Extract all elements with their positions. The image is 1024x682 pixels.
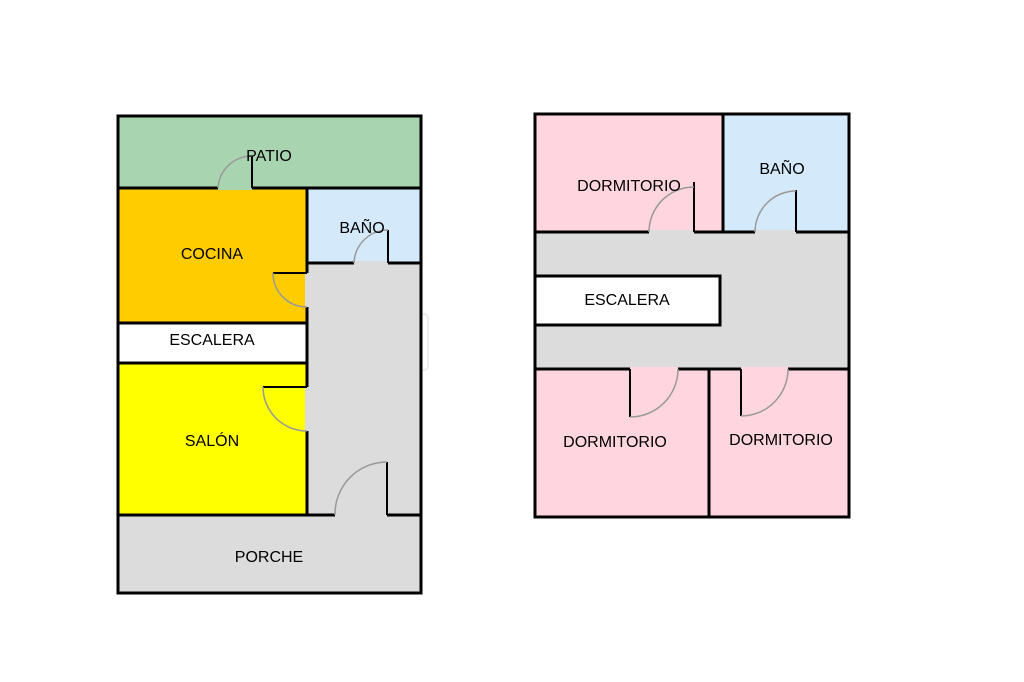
room-escalera-upper xyxy=(533,274,722,327)
label-salon: SALÓN xyxy=(185,431,239,450)
room-salon xyxy=(116,361,309,517)
label-cocina: COCINA xyxy=(181,246,244,263)
door-cocina xyxy=(272,272,308,308)
label-dormitorio-1: DORMITORIO xyxy=(577,178,681,195)
room-dormitorio-2 xyxy=(533,367,711,519)
hallway xyxy=(305,261,423,517)
ground-floor-plan: PATIO COCINA BAÑO ESCALERA SALÓN PORCHE xyxy=(116,114,423,595)
door-dormitorio-3 xyxy=(740,368,789,417)
door-salon xyxy=(262,386,308,432)
label-escalera-upper: ESCALERA xyxy=(584,292,670,309)
label-dormitorio-2: DORMITORIO xyxy=(563,434,667,451)
room-dormitorio-1 xyxy=(533,112,725,234)
room-patio xyxy=(116,114,423,190)
room-bano-upper xyxy=(721,112,851,234)
room-porche xyxy=(116,513,423,595)
label-bano: BAÑO xyxy=(339,217,384,237)
door-dormitorio-2 xyxy=(629,368,679,418)
upper-floor-plan: DORMITORIO BAÑO ESCALERA DORMITORIO DORM… xyxy=(533,112,851,519)
label-patio: PATIO xyxy=(246,148,292,165)
label-dormitorio-3: DORMITORIO xyxy=(729,432,833,449)
room-cocina xyxy=(116,186,309,325)
door-bano-upper xyxy=(754,190,797,233)
label-bano-upper: BAÑO xyxy=(759,158,804,178)
label-porche: PORCHE xyxy=(235,549,303,566)
room-bano xyxy=(305,186,423,265)
door-entrance xyxy=(334,461,388,516)
label-escalera: ESCALERA xyxy=(169,332,255,349)
door-dormitorio-1 xyxy=(648,186,695,233)
door-patio xyxy=(217,155,253,189)
room-dormitorio-3 xyxy=(707,367,851,519)
door-bano xyxy=(353,229,389,264)
